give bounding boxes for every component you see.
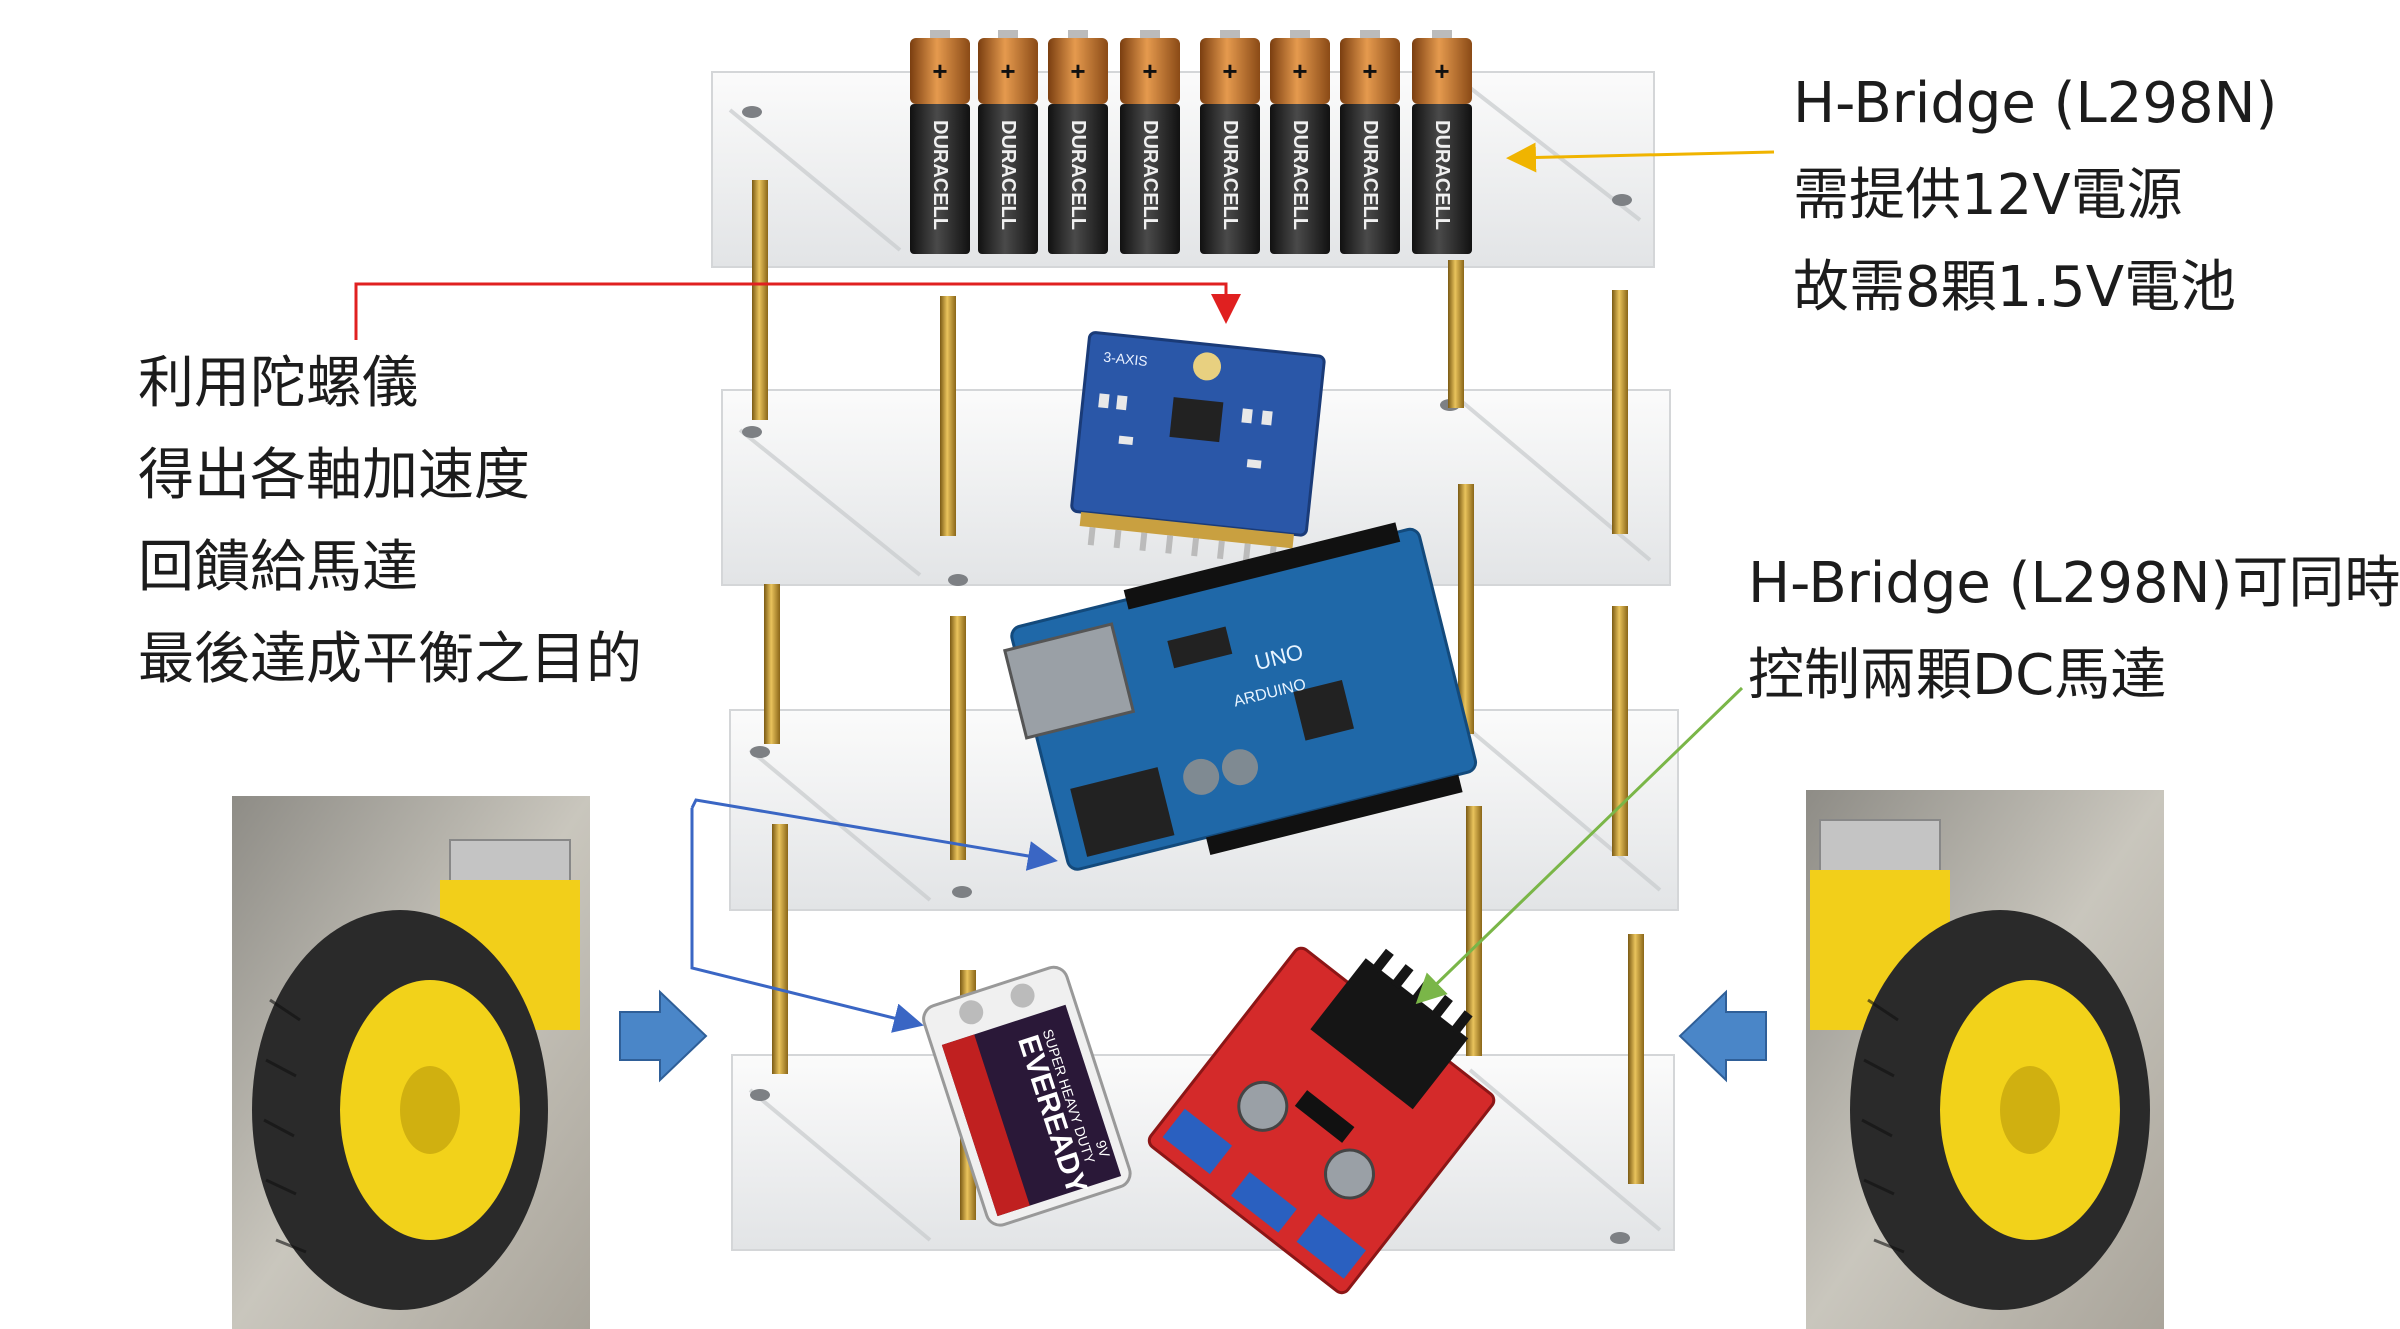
aa-battery: + DURACELL	[1200, 30, 1260, 254]
hbridge-power-annotation: H-Bridge (L298N) 需提供12V電源 故需8顆1.5V電池	[1793, 58, 2277, 334]
annotation-line: 控制兩顆DC馬達	[1748, 643, 2167, 708]
aa-battery: + DURACELL	[1048, 30, 1108, 254]
arduino-uno-board: UNO ARDUINO	[1002, 522, 1478, 871]
annotation-line: 回饋給馬達	[138, 535, 418, 600]
annotation-line: H-Bridge (L298N)	[1793, 71, 2278, 136]
brass-standoffs	[752, 180, 1644, 1220]
annotation-line: 最後達成平衡之目的	[138, 627, 642, 692]
blue-callout-arrow-to-arduino-jack	[690, 798, 1058, 871]
9v-battery: EVEREADY SUPER HEAVY DUTY 9V	[922, 965, 1132, 1227]
duracell-label: DURACELL	[1219, 120, 1241, 230]
aa-battery: + DURACELL	[978, 30, 1038, 254]
gyroscope-module: 3-AXIS	[1070, 331, 1326, 565]
left-wheel-photo	[232, 796, 590, 1329]
aa-battery: + DURACELL	[1270, 30, 1330, 254]
duracell-label: DURACELL	[1139, 120, 1161, 230]
aa-battery: + DURACELL	[910, 30, 970, 254]
svg-text:+: +	[1142, 56, 1157, 86]
svg-text:+: +	[1362, 56, 1377, 86]
duracell-label: DURACELL	[929, 120, 951, 230]
svg-text:+: +	[1222, 56, 1237, 86]
duracell-label: DURACELL	[1067, 120, 1089, 230]
red-callout-arrow	[354, 282, 1241, 340]
duracell-label: DURACELL	[1359, 120, 1381, 230]
annotation-line: H-Bridge (L298N)可同時	[1748, 551, 2400, 616]
duracell-label: DURACELL	[1289, 120, 1311, 230]
aa-battery: + DURACELL	[1120, 30, 1180, 254]
gyroscope-annotation: 利用陀螺儀 得出各軸加速度 回饋給馬達 最後達成平衡之目的	[138, 338, 642, 706]
svg-text:+: +	[1292, 56, 1307, 86]
gyro-label: 3-AXIS	[1103, 349, 1149, 370]
annotation-line: 利用陀螺儀	[138, 351, 418, 416]
duracell-label: DURACELL	[997, 120, 1019, 230]
annotation-line: 得出各軸加速度	[138, 443, 530, 508]
yellow-callout-arrow	[1506, 142, 1775, 173]
duracell-label: DURACELL	[1431, 120, 1453, 230]
annotation-line: 需提供12V電源	[1793, 163, 2183, 228]
svg-text:+: +	[1070, 56, 1085, 86]
blue-callout-arrow-to-arduino	[690, 808, 924, 1033]
left-block-arrow	[619, 989, 708, 1083]
aa-battery-pack: + DURACELL + DURACELL + DURACELL + DURACELL + DUR…	[910, 30, 1472, 254]
aa-battery: + DURACELL	[1412, 30, 1472, 254]
annotation-line: 故需8顆1.5V電池	[1793, 255, 2236, 320]
svg-text:+: +	[1434, 56, 1449, 86]
aa-battery: + DURACELL	[1340, 30, 1400, 254]
green-callout-arrow	[1415, 686, 1744, 1005]
eveready-voltage-label: 9V	[1093, 1138, 1114, 1160]
right-block-arrow	[1678, 989, 1767, 1083]
svg-text:+: +	[932, 56, 947, 86]
svg-text:+: +	[1000, 56, 1015, 86]
right-wheel-photo	[1806, 790, 2164, 1329]
l298n-hbridge-module	[1147, 946, 1496, 1295]
hbridge-motor-annotation: H-Bridge (L298N)可同時 控制兩顆DC馬達	[1748, 538, 2400, 722]
